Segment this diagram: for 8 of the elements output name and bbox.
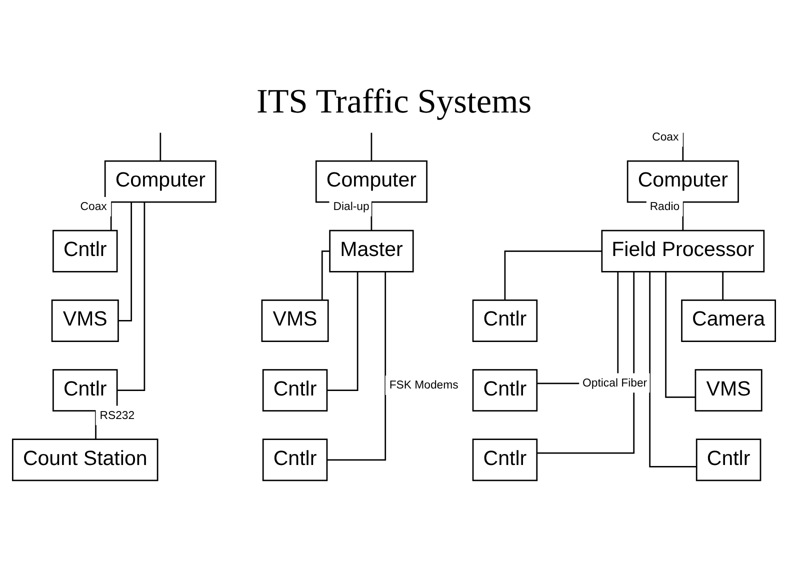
edge-label: FSK Modems: [389, 380, 458, 392]
edge-label: Coax: [652, 131, 679, 144]
edge-label: Dial-up: [333, 201, 370, 214]
edge-label: Optical Fiber: [582, 377, 648, 390]
edge-label: Coax: [80, 201, 107, 214]
edge-label: Radio: [650, 201, 680, 214]
edge-label: RS232: [100, 410, 135, 422]
diagram-title: ITS Traffic Systems: [256, 84, 532, 121]
